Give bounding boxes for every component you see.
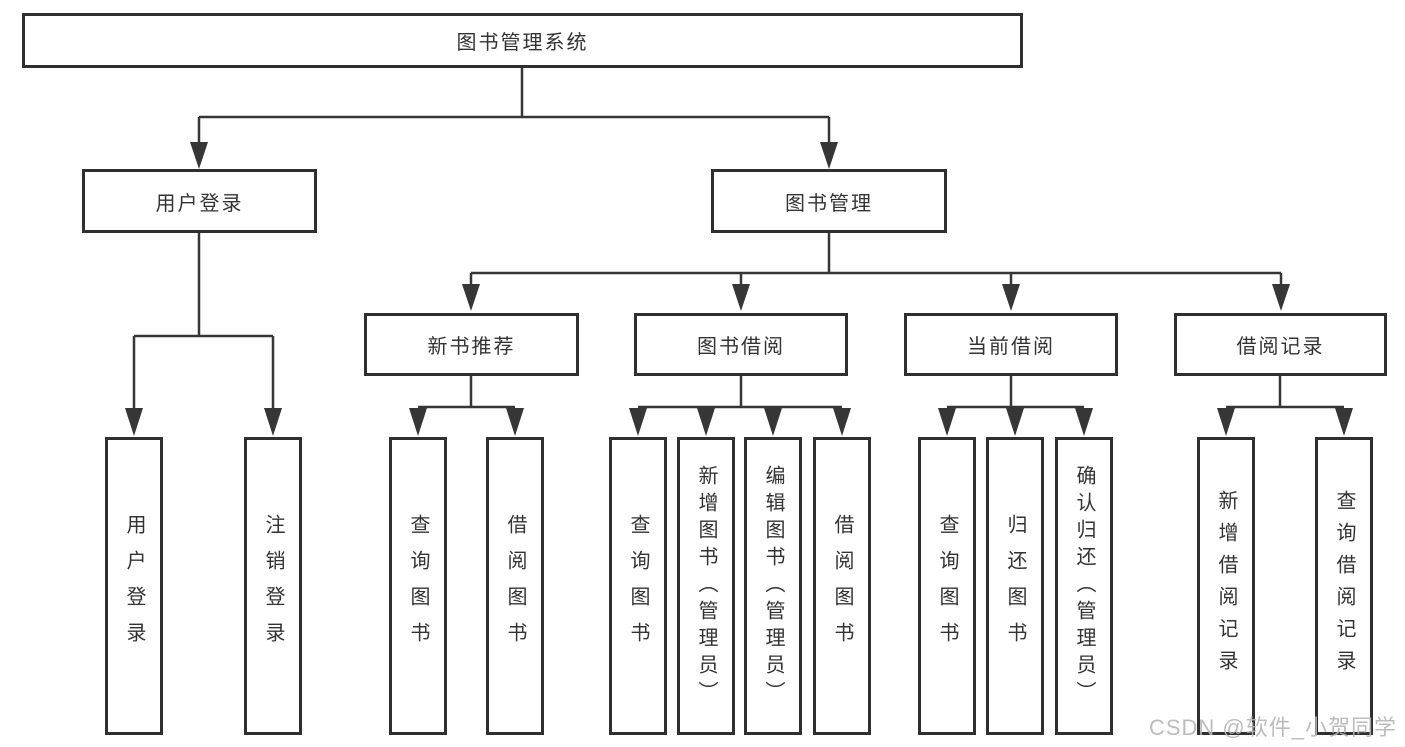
leaf-current-confirm-return-admin: 确认归还（管理员） (1055, 437, 1113, 735)
leaf-records-add-record-label: 新增借阅记录 (1215, 490, 1237, 682)
leaf-logout-label: 注销登录 (262, 514, 284, 658)
leaf-records-add-record: 新增借阅记录 (1197, 437, 1255, 735)
leaf-records-query-record-label: 查询借阅记录 (1333, 490, 1355, 682)
leaf-borrow-borrow-books: 借阅图书 (813, 437, 871, 735)
leaf-current-confirm-return-admin-label: 确认归还（管理员） (1073, 464, 1095, 708)
node-book-management: 图书管理 (711, 169, 947, 233)
leaf-borrow-borrow-books-label: 借阅图书 (831, 514, 853, 658)
leaf-recommend-query-books-label: 查询图书 (407, 514, 429, 658)
leaf-current-query-books: 查询图书 (918, 437, 976, 735)
leaf-borrow-edit-books-admin: 编辑图书（管理员） (744, 437, 802, 735)
leaf-user-login: 用户登录 (105, 437, 163, 735)
leaf-borrow-query-books: 查询图书 (609, 437, 667, 735)
leaf-borrow-add-books-admin: 新增图书（管理员） (677, 437, 735, 735)
csdn-watermark: CSDN @软件_小贺同学 (1148, 715, 1397, 740)
leaf-current-return-books: 归还图书 (986, 437, 1044, 735)
node-root: 图书管理系统 (22, 13, 1023, 68)
node-user-login: 用户登录 (82, 169, 317, 233)
leaf-borrow-query-books-label: 查询图书 (627, 514, 649, 658)
leaf-recommend-borrow-books: 借阅图书 (486, 437, 544, 735)
leaf-user-login-label: 用户登录 (123, 514, 145, 658)
leaf-logout: 注销登录 (244, 437, 302, 735)
leaf-records-query-record: 查询借阅记录 (1315, 437, 1373, 735)
node-book-borrow: 图书借阅 (634, 313, 848, 376)
node-new-book-recommend: 新书推荐 (364, 313, 579, 376)
leaf-recommend-borrow-books-label: 借阅图书 (504, 514, 526, 658)
leaf-borrow-edit-books-admin-label: 编辑图书（管理员） (762, 464, 784, 708)
node-borrow-records: 借阅记录 (1174, 313, 1387, 376)
leaf-current-query-books-label: 查询图书 (936, 514, 958, 658)
node-current-borrow: 当前借阅 (904, 313, 1118, 376)
leaf-current-return-books-label: 归还图书 (1004, 514, 1026, 658)
leaf-recommend-query-books: 查询图书 (389, 437, 447, 735)
leaf-borrow-add-books-admin-label: 新增图书（管理员） (695, 464, 717, 708)
